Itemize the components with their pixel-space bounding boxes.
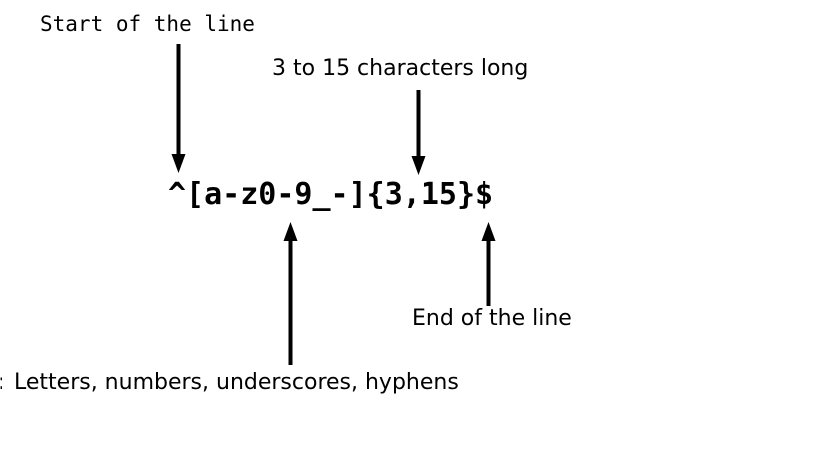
clipped-glyph: :: [0, 372, 2, 394]
annotation-label-end-of-line: End of the line: [412, 306, 572, 331]
annotation-label-length-quantifier: 3 to 15 characters long: [272, 56, 529, 81]
arrow-down-icon: [171, 44, 186, 173]
annotation-label-character-class: Letters, numbers, underscores, hyphens: [14, 370, 459, 395]
arrow-up-icon: [283, 222, 298, 365]
arrow-down-icon: [411, 90, 426, 175]
arrow-up-to-character-class: [283, 222, 299, 365]
annotation-label-start-of-line: Start of the line: [40, 12, 255, 36]
arrow-up-to-dollar: [481, 222, 497, 306]
regex-pattern: ^[a-z0-9_-]{3,15}$: [168, 177, 494, 212]
arrow-down-to-quantifier: [411, 90, 427, 176]
arrow-down-to-caret: [171, 44, 187, 174]
arrow-up-icon: [481, 222, 496, 306]
